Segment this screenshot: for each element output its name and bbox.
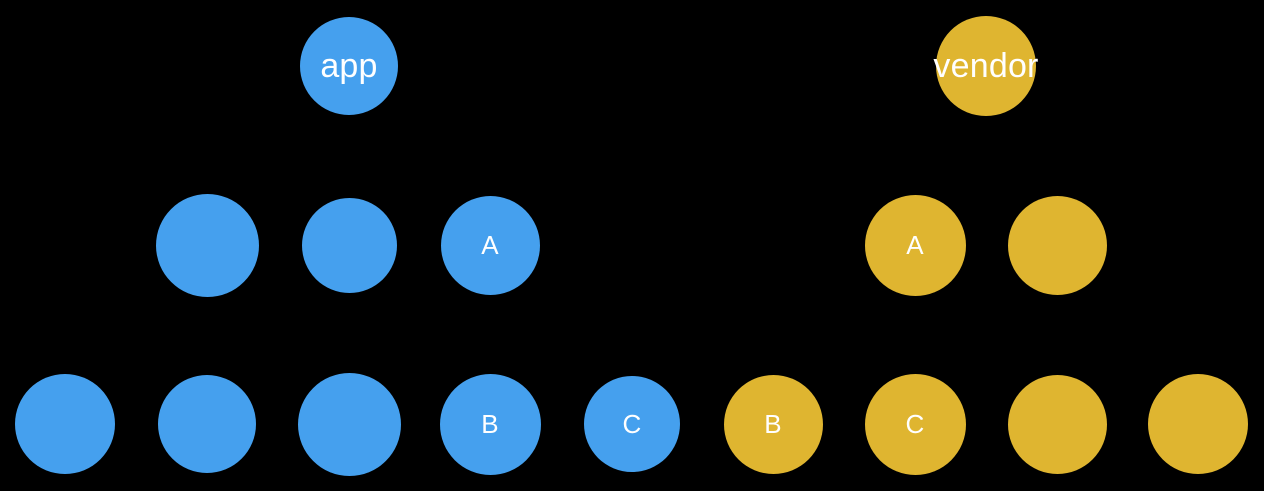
node-vendor-vendor-r1[interactable]: vendor bbox=[933, 16, 1039, 116]
node-app-unlabeled-r3[interactable] bbox=[15, 374, 115, 474]
node-label: C bbox=[622, 409, 642, 439]
node-label: B bbox=[764, 409, 782, 439]
node-app-unlabeled-r3[interactable] bbox=[297, 372, 401, 476]
node-label: vendor bbox=[933, 47, 1039, 85]
node-app-unlabeled-r3[interactable] bbox=[158, 375, 256, 473]
node-label: C bbox=[905, 409, 925, 439]
node-app-a-r2[interactable]: A bbox=[440, 195, 540, 295]
node-vendor-unlabeled-r2[interactable] bbox=[1007, 195, 1107, 295]
node-app-unlabeled-r2[interactable] bbox=[301, 197, 397, 293]
node-app-b-r3[interactable]: B bbox=[439, 373, 541, 475]
node-vendor-b-r3[interactable]: B bbox=[723, 374, 823, 474]
node-label: B bbox=[481, 409, 499, 439]
node-app-unlabeled-r2[interactable] bbox=[155, 193, 259, 297]
node-app-c-r3[interactable]: C bbox=[584, 376, 680, 472]
node-vendor-a-r2[interactable]: A bbox=[864, 194, 966, 296]
node-label: A bbox=[481, 230, 499, 260]
node-vendor-c-r3[interactable]: C bbox=[864, 373, 966, 475]
node-label: app bbox=[320, 47, 378, 85]
node-vendor-unlabeled-r3[interactable] bbox=[1007, 374, 1107, 474]
node-label: A bbox=[906, 230, 924, 260]
node-app-app-r1[interactable]: app bbox=[300, 17, 398, 115]
node-vendor-unlabeled-r3[interactable] bbox=[1148, 374, 1248, 474]
